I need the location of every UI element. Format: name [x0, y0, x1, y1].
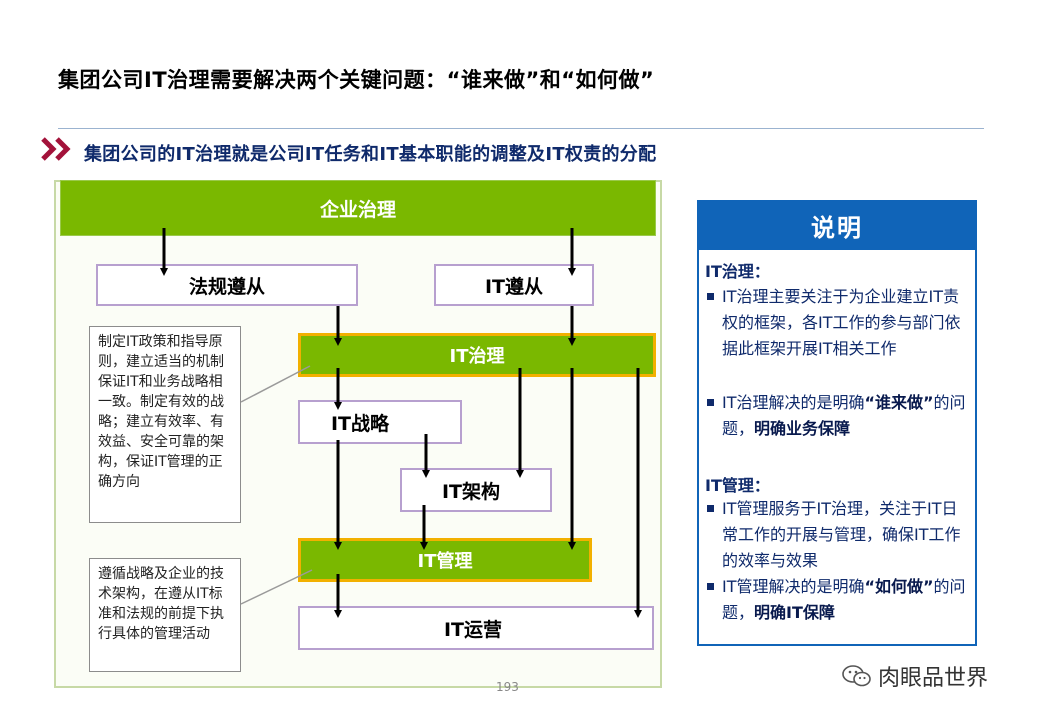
compliance-regulations-box: 法规遵从: [96, 264, 358, 306]
it-management-section-title: IT管理：: [705, 476, 770, 495]
list-item: IT治理主要关注于为企业建立IT责权的框架，各IT工作的参与部门依据此框架开展I…: [707, 284, 969, 362]
emphasis-text: 明确业务保障: [754, 419, 851, 438]
emphasis-text: 明确IT保障: [754, 603, 835, 622]
panel-header: 说明: [697, 200, 977, 250]
double-chevron-icon: [41, 137, 71, 161]
watermark: 肉眼品世界: [842, 660, 988, 692]
emphasis-text: “如何做”: [864, 577, 934, 596]
explanation-panel: IT治理： IT治理主要关注于为企业建立IT责权的框架，各IT工作的参与部门依据…: [697, 250, 977, 646]
bullet-icon: [707, 399, 714, 406]
it-management-note: 遵循战略及企业的技术架构，在遵从IT标准和法规的前提下执行具体的管理活动: [89, 558, 241, 672]
title-divider: [58, 128, 984, 129]
text-part: 的问题，: [722, 393, 966, 438]
enterprise-governance-bar: 企业治理: [60, 180, 656, 236]
page-title: 集团公司IT治理需要解决两个关键问题：“谁来做”和“如何做”: [58, 68, 655, 92]
subtitle: 集团公司的IT治理就是公司IT任务和IT基本职能的调整及IT权责的分配: [84, 144, 657, 165]
it-compliance-box: IT遵从: [434, 264, 594, 306]
it-management-bar: IT管理: [298, 538, 592, 582]
it-governance-section-title: IT治理：: [705, 262, 770, 281]
list-item-text: IT管理服务于IT治理，关注于IT日常工作的开展与管理，确保IT工作的效率与效果: [722, 499, 961, 570]
list-item-text: IT治理主要关注于为企业建立IT责权的框架，各IT工作的参与部门依据此框架开展I…: [722, 287, 961, 358]
note2-connector: [240, 569, 313, 605]
watermark-text: 肉眼品世界: [878, 666, 989, 691]
it-operations-box: IT运营: [298, 606, 654, 650]
it-strategy-box: IT战略: [298, 400, 462, 444]
it-architecture-box: IT架构: [400, 468, 552, 512]
page-number: 193: [496, 680, 519, 694]
text-part: IT管理解决的是明确: [722, 577, 865, 596]
bullet-icon: [707, 505, 714, 512]
list-item: IT管理解决的是明确“如何做”的问题，明确IT保障: [707, 574, 969, 626]
text-part: IT治理解决的是明确: [722, 393, 865, 412]
text-part: 的问题，: [722, 577, 966, 622]
it-governance-bar: IT治理: [298, 333, 656, 377]
it-governance-note: 制定IT政策和指导原则，建立适当的机制保证IT和业务战略相一致。制定有效的战略；…: [89, 326, 241, 523]
bullet-icon: [707, 583, 714, 590]
list-item-text: IT管理解决的是明确“如何做”的问题，明确IT保障: [722, 574, 969, 626]
list-item: IT管理服务于IT治理，关注于IT日常工作的开展与管理，确保IT工作的效率与效果: [707, 496, 969, 574]
note1-connector: [240, 365, 311, 403]
wechat-icon: [842, 665, 871, 687]
list-item-text: IT治理解决的是明确“谁来做”的问题，明确业务保障: [722, 390, 969, 442]
emphasis-text: “谁来做”: [864, 393, 934, 412]
list-item: IT治理解决的是明确“谁来做”的问题，明确业务保障: [707, 390, 969, 442]
bullet-icon: [707, 293, 714, 300]
